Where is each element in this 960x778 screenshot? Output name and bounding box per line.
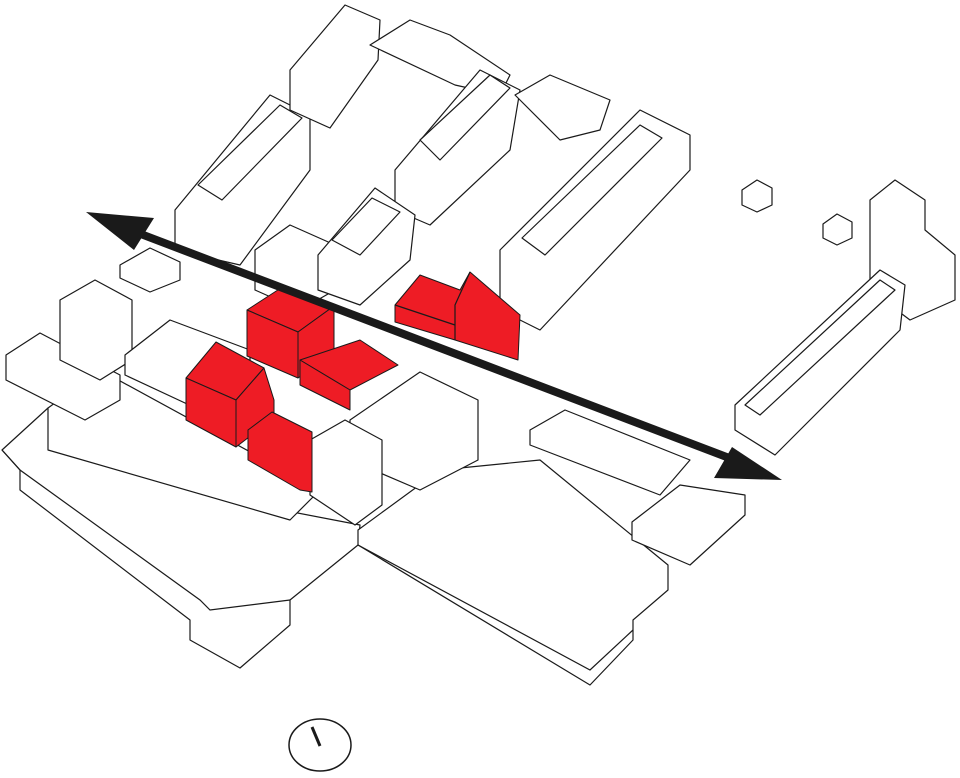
highlighted-buildings: [185, 271, 521, 493]
north-compass-icon: [288, 718, 352, 772]
block-tower-front: [309, 419, 383, 526]
podium-right: [357, 459, 669, 686]
block-left-3: [119, 247, 181, 293]
block-top-4-roof: [419, 74, 511, 161]
block-left-1: [5, 332, 121, 421]
block-long-right-roof: [521, 124, 663, 256]
block-right-slab: [529, 409, 691, 496]
block-long-right: [499, 109, 691, 331]
red-east-block: [394, 271, 521, 361]
block-left-2: [59, 279, 133, 381]
block-right-end: [631, 484, 746, 566]
red-low-block: [247, 411, 313, 493]
double-headed-arrow-icon: [86, 212, 782, 480]
block-small-cube-1: [741, 179, 773, 213]
block-top-2: [289, 4, 381, 129]
block-mid-2-roof: [331, 197, 401, 256]
block-top-1-roof: [197, 104, 303, 201]
block-far-right-roof: [744, 279, 896, 416]
red-wing-face: [299, 359, 351, 411]
block-small-cube-2: [822, 213, 853, 246]
block-top-5: [514, 74, 611, 141]
red-block-left-right: [235, 367, 275, 448]
